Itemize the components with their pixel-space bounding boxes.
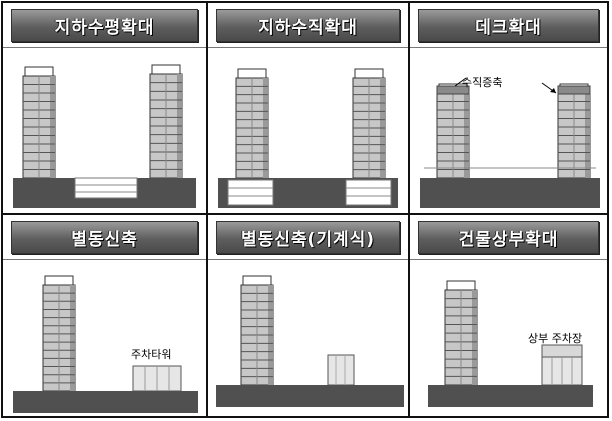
scene-annex-building (13, 275, 198, 413)
panel-title: 별동신축 (11, 221, 198, 254)
panel-deck-expansion: 데크확대 수직증축 (410, 3, 607, 213)
apartment-building (557, 83, 591, 179)
ground (216, 385, 404, 407)
panel-underground-horizontal: 지하수평확대 (3, 3, 206, 213)
rooftop-parking (541, 344, 583, 358)
underground-parking (227, 179, 274, 206)
scene-annex-mechanical (216, 275, 404, 407)
vertical-addition-label: 수직증축 (462, 76, 503, 89)
divider (208, 47, 408, 48)
panel-title: 지하수직확대 (216, 9, 400, 42)
apartment-building (149, 64, 183, 179)
scene-underground-vertical (218, 68, 398, 208)
panel-annex-building: 별동신축 주차타워 (3, 215, 206, 416)
apartment-building (235, 68, 269, 179)
panel-title: 건물상부확대 (418, 221, 599, 254)
ground (420, 178, 600, 208)
divider (3, 259, 206, 260)
apartment-building (240, 275, 274, 386)
underground-parking (74, 177, 138, 199)
rooftop-parking-label: 상부 주차장 (528, 332, 583, 345)
apartment-building (444, 280, 478, 386)
apartment-building (436, 83, 470, 179)
ground (13, 391, 198, 413)
panel-title: 별동신축(기계식) (216, 221, 400, 254)
panel-underground-vertical: 지하수직확대 (208, 3, 408, 213)
vertical-addition (557, 85, 591, 95)
mechanical-parking (327, 354, 355, 386)
vertical-addition (436, 85, 470, 95)
apartment-building (42, 275, 76, 392)
row-divider (3, 213, 607, 215)
panel-title: 지하수평확대 (11, 9, 198, 42)
divider (3, 47, 206, 48)
apartment-building (352, 68, 386, 179)
parking-tower-label: 주차타워 (131, 348, 172, 361)
scene-deck-expansion (420, 77, 600, 208)
scene-rooftop-expansion (428, 280, 593, 407)
scene-underground-horizontal (13, 64, 196, 208)
column-divider (408, 3, 410, 416)
panel-annex-mechanical: 별동신축(기계식) (208, 215, 408, 416)
divider (410, 47, 607, 48)
divider (410, 259, 607, 260)
ground (428, 385, 593, 407)
panel-rooftop-expansion: 건물상부확대 상부 주차장 (410, 215, 607, 416)
divider (208, 259, 408, 260)
underground-parking (345, 179, 392, 206)
apartment-building (22, 66, 56, 179)
panel-title: 데크확대 (418, 9, 599, 42)
column-divider (206, 3, 208, 416)
